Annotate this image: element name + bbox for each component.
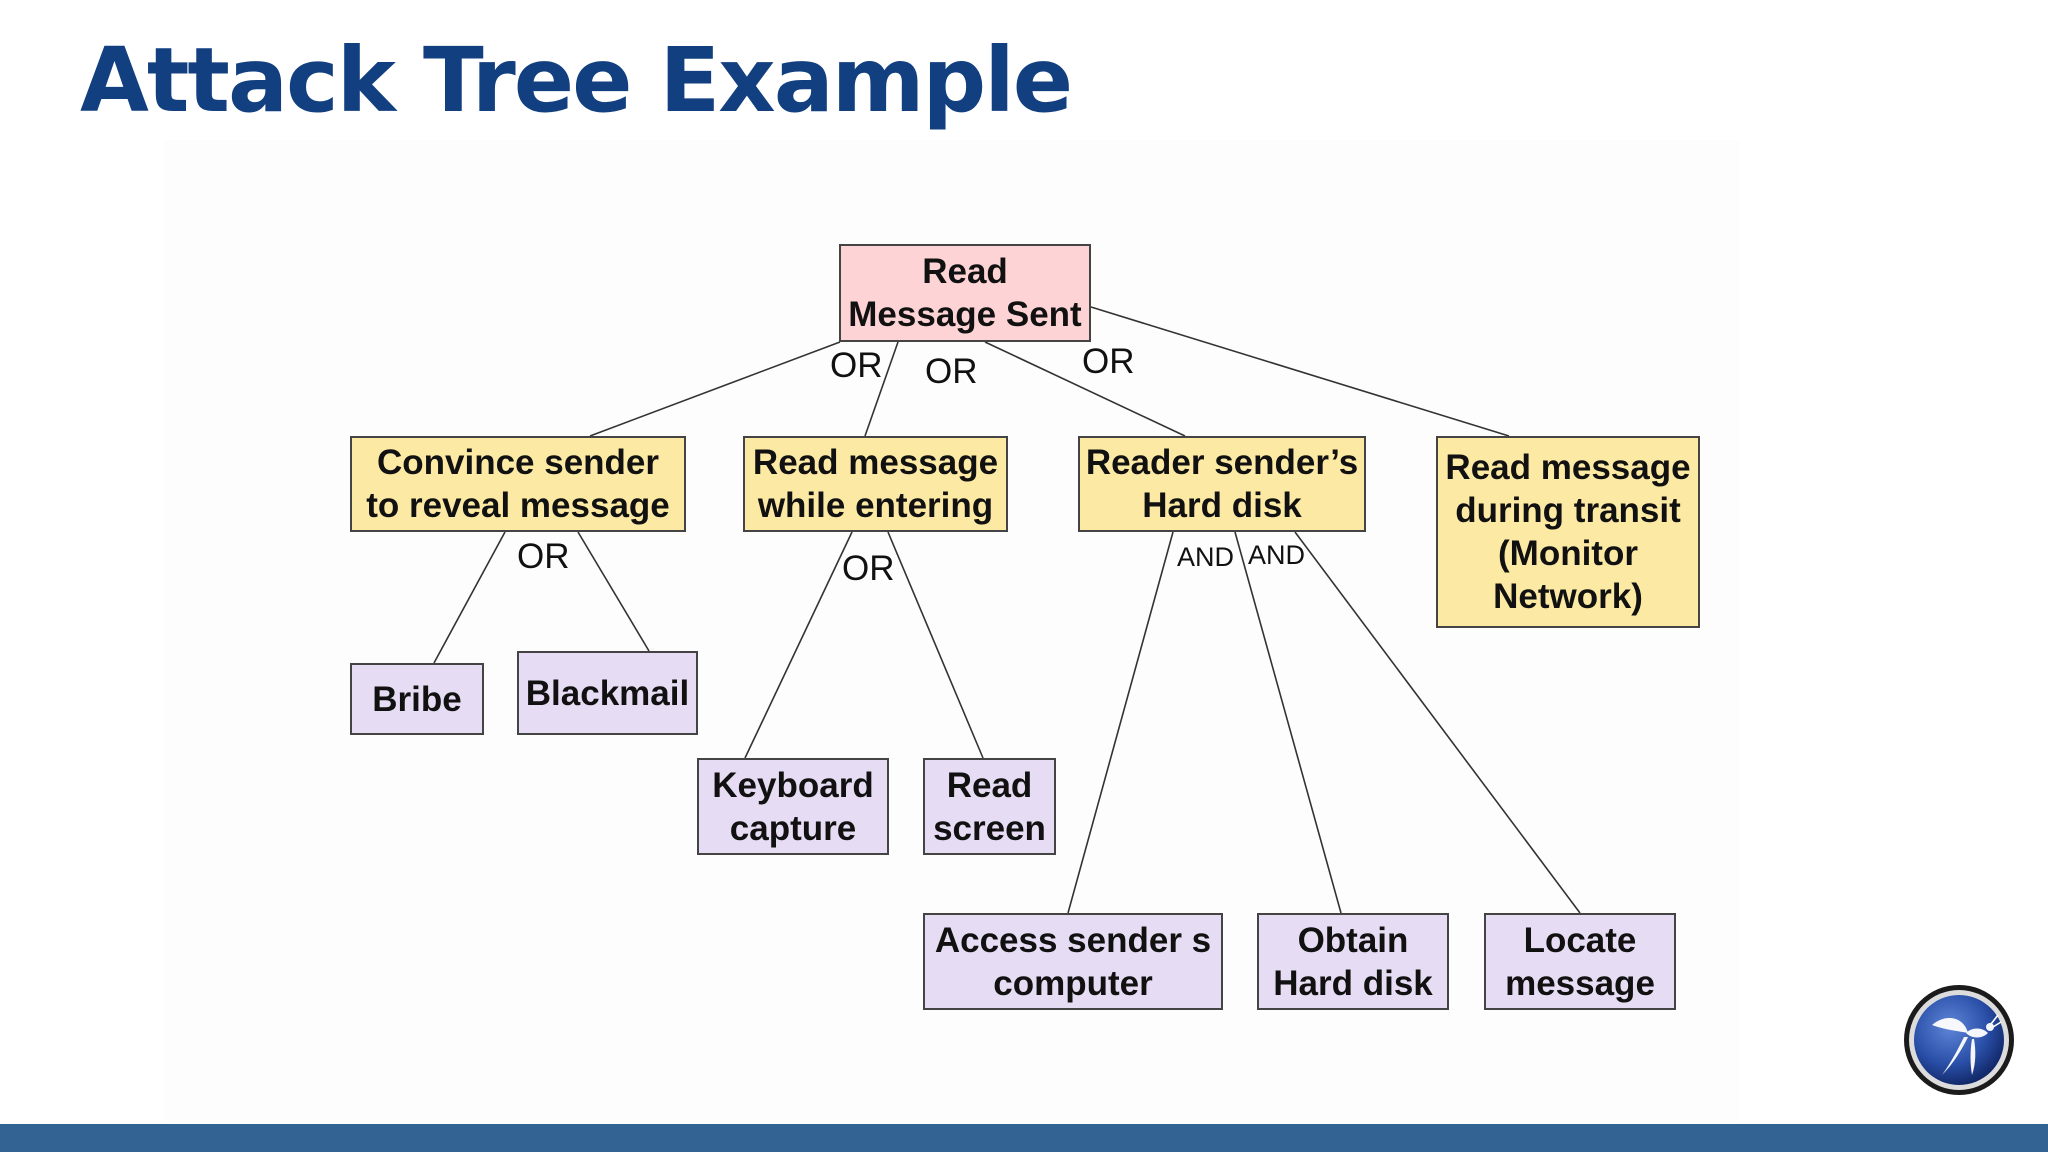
node-blackmail: Blackmail: [517, 651, 698, 735]
slide-title: Attack Tree Example: [80, 28, 1073, 132]
node-convince-sender: Convince sender to reveal message: [350, 436, 686, 532]
edge-disk-locate: [1294, 531, 1581, 914]
node-locate-message: Locate message: [1484, 913, 1676, 1010]
node-read-message-during-transit: Read message during transit (Monitor Net…: [1436, 436, 1700, 628]
edge-entering-keyboard: [744, 531, 853, 759]
gate-label-and: AND: [1248, 540, 1306, 570]
edge-root-disk: [984, 341, 1186, 437]
edge-root-convince: [589, 341, 841, 437]
node-read-message-sent: Read Message Sent: [839, 244, 1091, 342]
footer-bar: [0, 1124, 2048, 1152]
edge-convince-blackmail: [577, 531, 650, 652]
edge-entering-screen: [887, 531, 984, 759]
gate-label-or: OR: [925, 352, 978, 391]
node-access-senders-computer: Access sender s computer: [923, 913, 1223, 1010]
gate-label-or: OR: [842, 549, 895, 588]
gate-label-and: AND: [1177, 542, 1235, 572]
edge-root-transit: [1090, 306, 1510, 437]
node-read-screen: Read screen: [923, 758, 1056, 855]
edge-disk-obtain: [1234, 531, 1342, 914]
edge-root-entering: [864, 341, 899, 437]
owasp-wasp-logo-icon: [1904, 985, 2014, 1095]
edge-disk-access: [1067, 531, 1174, 914]
gate-label-or: OR: [1082, 342, 1135, 381]
gate-label-or: OR: [830, 346, 883, 385]
edge-convince-bribe: [433, 531, 506, 664]
gate-label-or: OR: [517, 537, 570, 576]
node-read-message-while-entering: Read message while entering: [743, 436, 1008, 532]
node-obtain-hard-disk: Obtain Hard disk: [1257, 913, 1449, 1010]
node-bribe: Bribe: [350, 663, 484, 735]
node-keyboard-capture: Keyboard capture: [697, 758, 889, 855]
node-reader-senders-hard-disk: Reader sender’s Hard disk: [1078, 436, 1366, 532]
